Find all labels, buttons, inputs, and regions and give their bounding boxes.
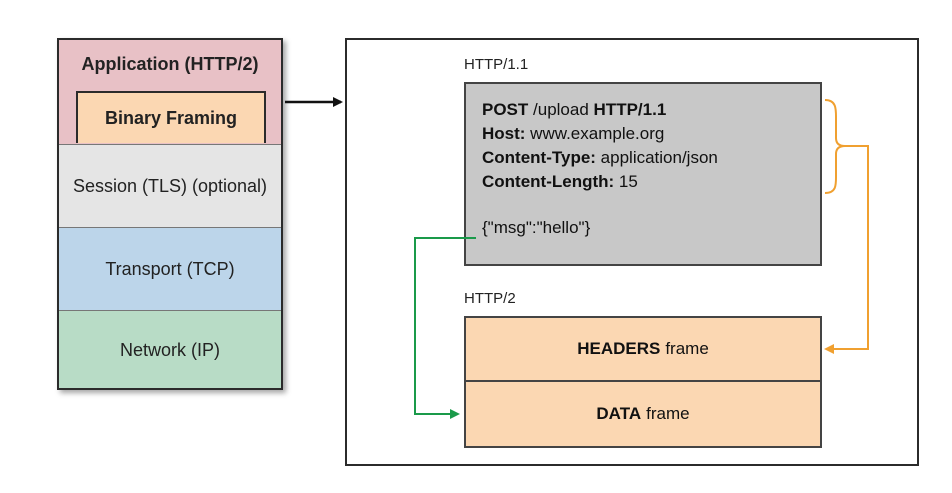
binary-framing-label: Binary Framing — [104, 107, 238, 128]
request-line: POST /upload HTTP/1.1 — [482, 98, 804, 122]
request-body: {"msg":"hello"} — [482, 218, 591, 237]
layer-binary-framing: Binary Framing — [76, 91, 266, 143]
data-frame-type: DATA — [596, 404, 642, 423]
layer-transport: Transport (TCP) — [59, 228, 281, 311]
header-content-type-value: application/json — [595, 148, 718, 167]
header-content-length-key: Content-Length: — [482, 172, 615, 191]
layer-network: Network (IP) — [59, 311, 281, 388]
layer-session-label: Session (TLS) (optional) — [72, 175, 268, 196]
http2-caption: HTTP/2 — [464, 290, 516, 307]
layer-network-label: Network (IP) — [119, 340, 220, 360]
request-method: POST — [482, 100, 529, 119]
data-frame-suffix: frame — [646, 404, 690, 423]
http11-request: POST /upload HTTP/1.1 Host: www.example.… — [464, 82, 822, 266]
header-content-length-value: 15 — [614, 172, 638, 191]
http11-caption: HTTP/1.1 — [464, 56, 529, 73]
header-content-type: Content-Type: application/json — [482, 146, 804, 170]
protocol-stack: Application (HTTP/2) Binary Framing Sess… — [57, 38, 283, 390]
layer-application-label: Application (HTTP/2) — [81, 54, 259, 74]
request-version: HTTP/1.1 — [593, 100, 667, 119]
header-content-length: Content-Length: 15 — [482, 170, 804, 194]
header-host: Host: www.example.org — [482, 122, 804, 146]
header-content-type-key: Content-Type: — [482, 148, 596, 167]
layer-session: Session (TLS) (optional) — [59, 145, 281, 228]
header-host-key: Host: — [482, 124, 526, 143]
detail-panel: HTTP/1.1 POST /upload HTTP/1.1 Host: www… — [345, 38, 919, 466]
headers-frame-type: HEADERS — [577, 339, 661, 358]
headers-frame-suffix: frame — [665, 339, 709, 358]
layer-transport-label: Transport (TCP) — [105, 258, 235, 279]
header-host-value: www.example.org — [525, 124, 665, 143]
request-path: /upload — [528, 100, 594, 119]
